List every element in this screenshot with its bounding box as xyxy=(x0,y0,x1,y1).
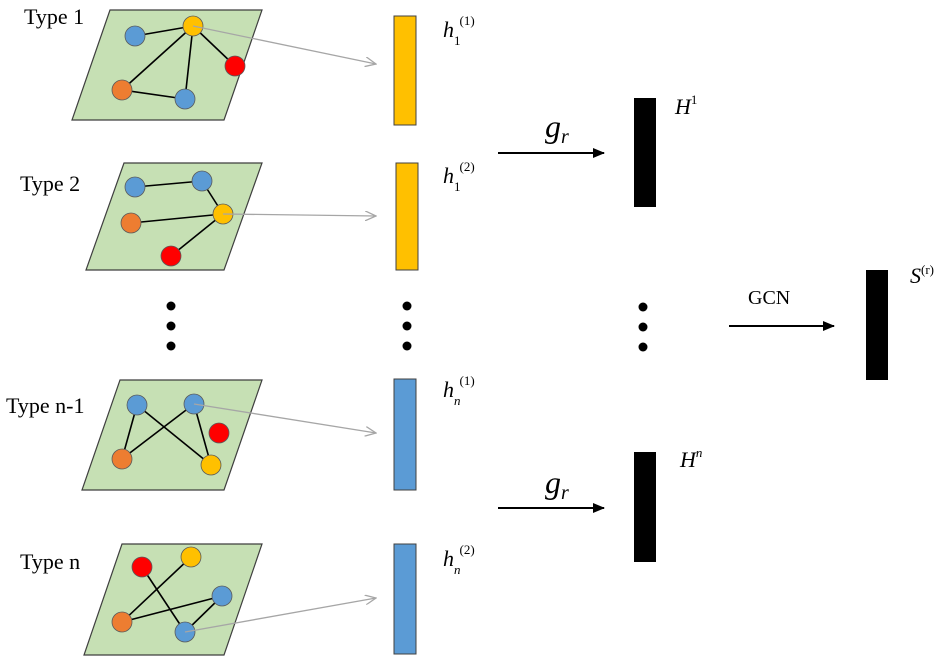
node-orange xyxy=(111,611,133,633)
type-label: Type 2 xyxy=(20,171,80,196)
embedding-arrow xyxy=(222,214,376,216)
node-yellow xyxy=(180,546,202,568)
embedding-label: h1(1) xyxy=(443,13,475,48)
embedding-label: h1(2) xyxy=(443,159,475,194)
node-blue xyxy=(191,170,213,192)
node-red xyxy=(160,245,182,267)
embedding-arrow xyxy=(184,598,376,633)
aggregator-label: gr xyxy=(545,464,569,504)
embedding-bar xyxy=(393,15,417,126)
output-label: S(r) xyxy=(910,262,934,288)
aggregate-bar xyxy=(634,98,656,207)
aggregation-bottom: gr Hn xyxy=(498,445,702,562)
aggregate-label: H1 xyxy=(674,92,697,119)
node-yellow xyxy=(200,454,222,476)
ellipsis-column-3 xyxy=(638,302,648,352)
embedding-arrow xyxy=(193,403,376,433)
aggregate-label: Hn xyxy=(679,445,702,472)
type-2-group: Type 2 h1(2) xyxy=(20,159,475,271)
node-orange xyxy=(111,448,133,470)
node-blue xyxy=(174,88,196,110)
gcn-stage: GCN S(r) xyxy=(729,262,934,380)
embedding-bar xyxy=(395,162,419,271)
embedding-label: hn(1) xyxy=(443,373,475,408)
graph-panel-type-n-1 xyxy=(81,379,263,491)
node-blue xyxy=(124,25,146,47)
ellipsis-column-2 xyxy=(402,301,412,351)
node-red xyxy=(224,55,246,77)
embedding-bar xyxy=(393,543,417,655)
type-n-group: Type n hn(2) xyxy=(20,542,475,656)
type-n-1-group: Type n-1 hn(1) xyxy=(6,373,475,491)
embedding-label: hn(2) xyxy=(443,542,475,577)
aggregate-bar xyxy=(634,452,656,562)
node-blue xyxy=(124,176,146,198)
aggregation-top: gr H1 xyxy=(498,92,697,207)
output-bar xyxy=(866,270,888,380)
embedding-arrow xyxy=(192,25,376,64)
node-red xyxy=(208,422,230,444)
type-1-group: Type 1 h1(1) xyxy=(24,4,475,126)
type-label: Type n-1 xyxy=(6,393,85,418)
node-blue xyxy=(126,394,148,416)
type-label: Type n xyxy=(20,549,80,574)
gcn-label: GCN xyxy=(748,287,790,309)
ellipsis-column-1 xyxy=(166,301,176,351)
node-orange xyxy=(111,79,133,101)
aggregator-label: gr xyxy=(545,108,569,148)
graph-panel-type-n xyxy=(83,543,263,656)
node-blue xyxy=(211,585,233,607)
node-orange xyxy=(120,212,142,234)
node-red xyxy=(131,556,153,578)
embedding-bar xyxy=(393,378,417,491)
type-label: Type 1 xyxy=(24,4,84,29)
